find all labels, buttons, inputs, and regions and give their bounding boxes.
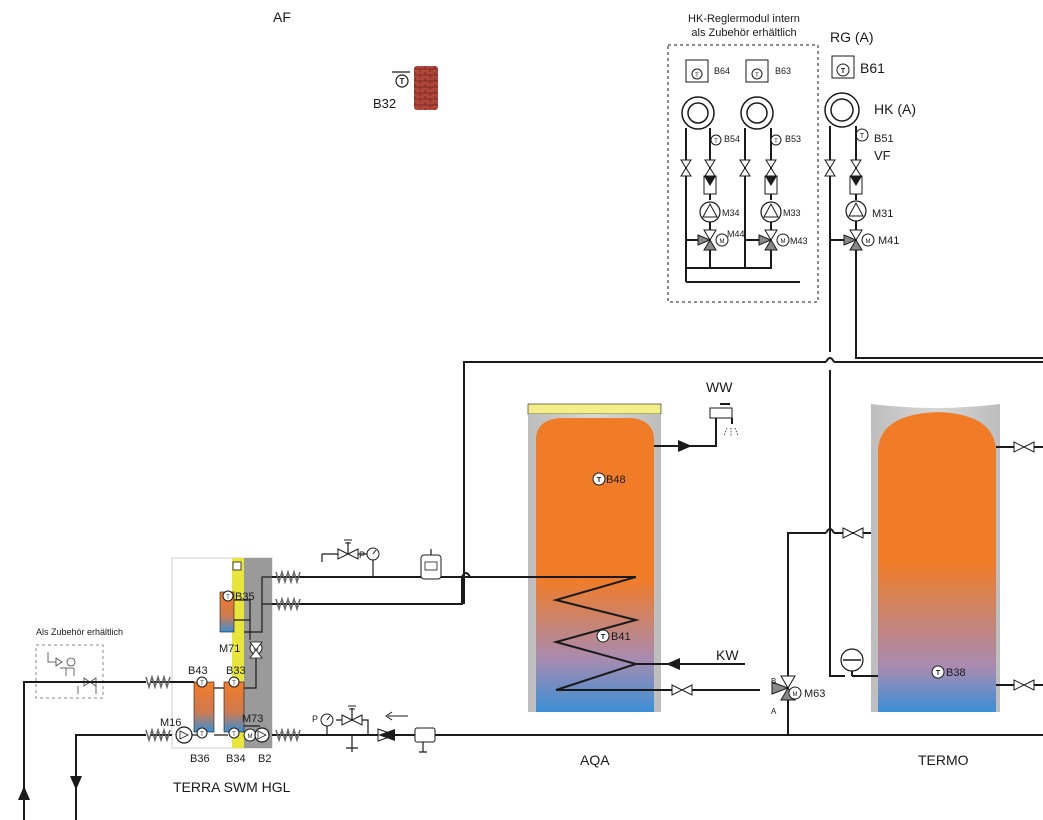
b61-label: B61 [860,60,885,76]
svg-text:T: T [232,681,236,687]
module-dashed-box [667,44,819,303]
m43-label: M43 [790,236,808,246]
hk-circuit-pipes: M [824,126,1043,359]
heating-circuit-2: T T M [686,59,790,269]
svg-text:T: T [232,732,236,738]
aqa-tank [462,403,760,712]
m63-label: M63 [804,688,825,700]
hk-label: HK (A) [874,101,916,117]
svg-text:T: T [695,73,699,79]
sensor-b41-icon: T [596,629,610,643]
b53-label: B53 [785,134,801,144]
svg-text:T: T [597,477,602,484]
m31-label: M31 [872,208,893,220]
terra-label: TERRA SWM HGL [173,779,291,795]
accessory-dashed-box [35,644,104,699]
module-title-line1: HK-Reglermodul intern [688,13,800,25]
m16-label: M16 [160,717,181,729]
svg-text:T: T [400,77,405,86]
svg-text:T: T [226,595,230,601]
svg-text:T: T [714,139,718,145]
room-sensor-icon: T [831,55,855,79]
ww-label: WW [706,379,733,395]
svg-text:T: T [601,634,606,641]
hp-sensor-icons: T T T T T [196,590,240,739]
heat-pump-unit: M M [145,557,463,749]
termo-tank [788,404,1043,736]
sensor-b48-icon: T [592,472,606,486]
flow-sensor-b51-icon: T [855,128,869,142]
brine-pipes [18,681,146,820]
m41-label: M41 [878,235,899,247]
b48-label: B48 [606,474,626,486]
b54-label: B54 [724,134,740,144]
sensor-b38-icon: T [931,665,945,679]
af-label: AF [273,9,291,25]
module-title-line2: als Zubehör erhältlich [691,27,796,39]
vf-label: VF [874,148,891,163]
b51-label: B51 [874,133,894,145]
p-label-upper: P [359,550,365,560]
m34-label: M34 [722,208,740,218]
svg-text:T: T [200,732,204,738]
b64-label: B64 [714,66,730,76]
svg-text:T: T [936,670,941,677]
svg-text:T: T [774,139,778,145]
accessory-fittings-icon [47,652,97,694]
safety-group-upper [302,539,471,580]
b33-label: B33 [226,665,246,677]
expansion-vessel-icon [840,648,864,676]
svg-text:M: M [248,734,253,740]
b35-label: B35 [235,591,255,603]
accessory-label: Als Zubehör erhältlich [36,627,123,637]
svg-text:M: M [781,239,786,245]
safety-group-lower [302,705,788,753]
valve-a-label: A [771,707,777,716]
rg-label: RG (A) [830,29,874,45]
aqa-label: AQA [580,752,610,768]
b2-label: B2 [258,753,271,765]
p-label-lower: P [312,714,318,724]
wall-brick-icon [414,66,438,110]
valve-b-label: B [771,677,776,686]
svg-text:T: T [841,68,846,75]
m71-label: M71 [219,643,240,655]
b63-label: B63 [775,66,791,76]
hot-water-tap-icon [709,403,739,437]
svg-text:T: T [860,133,865,140]
b32-label: B32 [373,96,396,111]
svg-text:M: M [793,692,798,698]
b41-label: B41 [611,631,631,643]
kw-label: KW [716,647,739,663]
m33-label: M33 [783,208,801,218]
svg-text:T: T [755,73,759,79]
svg-text:M: M [720,239,725,245]
b34-label: B34 [226,753,246,765]
termo-label: TERMO [918,752,969,768]
svg-text:T: T [200,681,204,687]
b36-label: B36 [190,753,210,765]
m44-label: M44 [727,229,745,239]
b38-label: B38 [946,667,966,679]
heating-circuit-1: T T M [680,59,800,283]
m73-label: M73 [242,713,263,725]
diverter-valve-m63-icon: M [771,675,802,735]
outdoor-sensor-icon: T [392,71,410,88]
b43-label: B43 [188,665,208,677]
svg-text:M: M [866,239,871,245]
radiator-icon [824,92,860,128]
